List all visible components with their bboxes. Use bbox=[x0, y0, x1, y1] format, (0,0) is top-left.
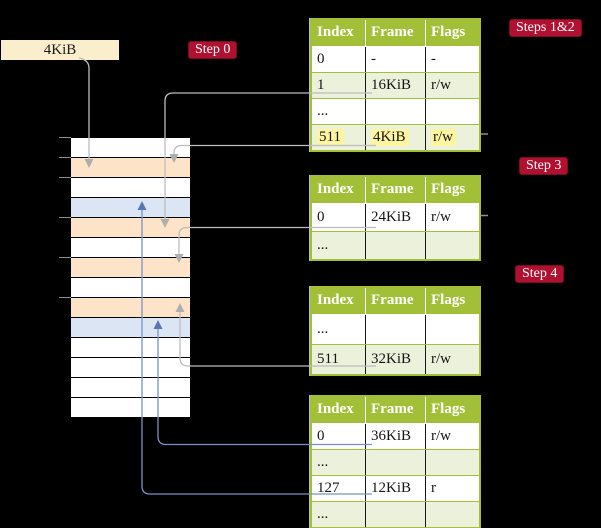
table-cell: r/w bbox=[426, 125, 479, 150]
memory-row bbox=[71, 338, 190, 358]
memory-row bbox=[71, 198, 190, 218]
memory-tick bbox=[59, 216, 71, 218]
badge-step-3: Step 3 bbox=[519, 157, 569, 175]
table-cell: 32KiB bbox=[366, 345, 426, 374]
table-cell bbox=[366, 99, 426, 124]
table-header-cell: Flags bbox=[426, 20, 479, 46]
table-cell: 1 bbox=[312, 73, 366, 98]
memory-row bbox=[71, 258, 190, 278]
memory-tick bbox=[59, 296, 71, 298]
table-cell: r/w bbox=[431, 351, 451, 367]
table-cell bbox=[426, 232, 479, 259]
memory-row bbox=[71, 218, 190, 238]
highlighted-value: r/w bbox=[431, 129, 456, 146]
memory-row bbox=[71, 138, 190, 158]
table-row: ... bbox=[312, 449, 479, 475]
table-cell: 12KiB bbox=[366, 476, 426, 501]
table-header-cell: Index bbox=[312, 20, 366, 46]
memory-tick bbox=[59, 176, 71, 178]
table-cell: 4KiB bbox=[366, 125, 426, 150]
table-cell: - bbox=[431, 51, 436, 67]
memory-row bbox=[71, 358, 190, 378]
table-header-cell: Frame bbox=[366, 288, 426, 314]
memory-row bbox=[71, 298, 190, 318]
table-header-cell: Frame bbox=[366, 397, 426, 423]
memory-row bbox=[71, 378, 190, 398]
table-cell: r/w bbox=[431, 77, 451, 93]
badge-step-4: Step 4 bbox=[515, 265, 565, 283]
table-header-cell: Flags bbox=[426, 177, 479, 203]
table-cell: r/w bbox=[431, 209, 451, 225]
memory-row bbox=[71, 318, 190, 338]
table-cell bbox=[366, 315, 426, 344]
table-cell bbox=[426, 315, 479, 344]
table-header-cell: Index bbox=[312, 177, 366, 203]
table-header-cell: Index bbox=[312, 397, 366, 423]
table-cell: 16KiB bbox=[366, 73, 426, 98]
table-cell bbox=[426, 450, 479, 475]
table-cell bbox=[366, 502, 426, 527]
memory-row bbox=[71, 398, 190, 418]
memory-tick bbox=[59, 256, 71, 258]
badge-step-0: Step 0 bbox=[188, 41, 238, 59]
table-row: 511 4KiB r/w bbox=[312, 124, 479, 150]
table-cell: ... bbox=[312, 99, 366, 124]
table-cell: ... bbox=[312, 450, 366, 475]
table-row: ... bbox=[312, 231, 479, 259]
table-cell: 24KiB bbox=[366, 204, 426, 231]
table-cell: 0 bbox=[312, 424, 366, 449]
table-header-cell: Frame bbox=[366, 20, 426, 46]
table-cell: 36KiB bbox=[366, 424, 426, 449]
table-cell bbox=[366, 450, 426, 475]
memory-tick bbox=[59, 156, 71, 158]
table-cell: 511 bbox=[312, 125, 366, 150]
memory-row bbox=[71, 178, 190, 198]
table-header-cell: Index bbox=[312, 288, 366, 314]
table-header-cell: Flags bbox=[426, 397, 479, 423]
table-cell: ... bbox=[312, 232, 366, 259]
table-header-cell: Frame bbox=[366, 177, 426, 203]
memory-row bbox=[71, 278, 190, 298]
table-header-cell: Flags bbox=[426, 288, 479, 314]
highlighted-value: 511 bbox=[317, 129, 344, 146]
table-row: ... bbox=[312, 315, 479, 344]
table-row: 0-- bbox=[312, 47, 479, 72]
memory-row bbox=[71, 158, 190, 178]
memory-row bbox=[71, 238, 190, 258]
table-cell: r/w bbox=[431, 428, 451, 444]
table-cell: - bbox=[366, 47, 426, 72]
table-cell: ... bbox=[312, 315, 366, 344]
table-cell: ... bbox=[312, 502, 366, 527]
physical-memory-column bbox=[71, 137, 190, 418]
table-cell bbox=[366, 232, 426, 259]
badge-steps-1-2: Steps 1&2 bbox=[509, 19, 582, 37]
memory-tick bbox=[59, 136, 71, 138]
table-cell bbox=[426, 502, 479, 527]
table-row: ... bbox=[312, 98, 479, 124]
table-cell: r bbox=[431, 480, 436, 496]
table-row: ... bbox=[312, 501, 479, 527]
table-cell: 0 bbox=[312, 204, 366, 231]
table-cell: 0 bbox=[312, 47, 366, 72]
highlighted-value: 4KiB bbox=[371, 129, 409, 146]
root-pointer-box: 4KiB bbox=[1, 40, 119, 60]
table-cell: 127 bbox=[312, 476, 366, 501]
table-cell: 511 bbox=[312, 345, 366, 374]
table-cell bbox=[426, 99, 479, 124]
